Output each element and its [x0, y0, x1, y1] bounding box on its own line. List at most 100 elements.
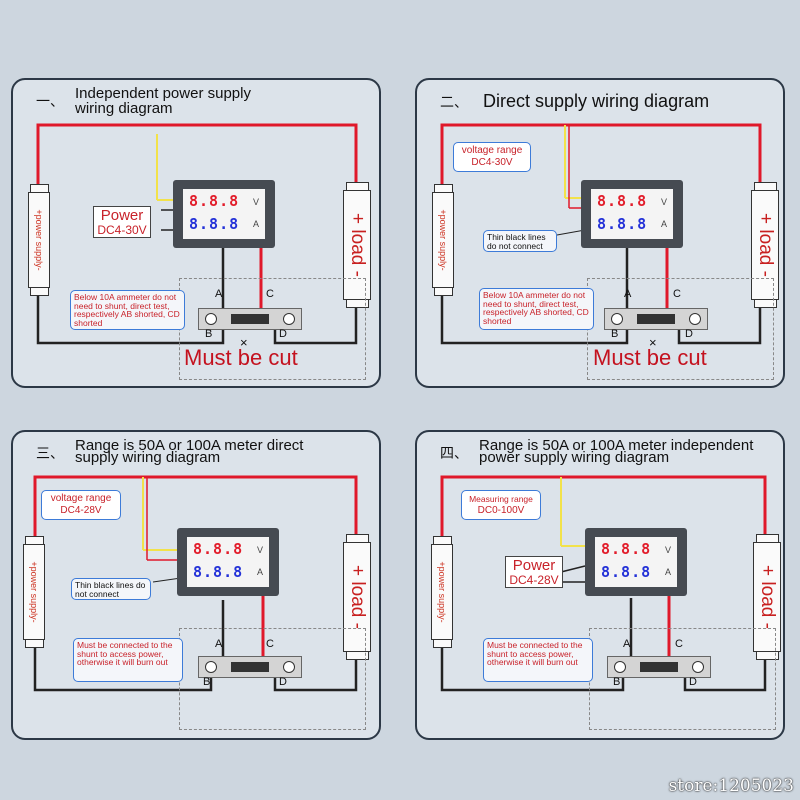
title-line-1: Range is 50A or 100A meter independent	[479, 437, 754, 454]
current-display: 8.8.8	[193, 563, 244, 581]
panel-50a-independent: 四、 Range is 50A or 100A meter independen…	[415, 430, 785, 740]
load: + load -	[343, 182, 371, 308]
panel-direct-supply: 二、 Direct supply wiring diagram +power s…	[415, 78, 785, 388]
panel-number: 三、	[36, 446, 64, 462]
terminal-a: A	[624, 288, 632, 300]
unit-v: V	[252, 197, 259, 207]
volt-amp-meter: 8.8.8 V 8.8.8 A	[177, 528, 279, 596]
power-supply-label: +power supply-	[29, 561, 39, 623]
current-display: 8.8.8	[189, 215, 240, 233]
load-label: + load -	[757, 565, 778, 629]
power-supply-label: +power supply-	[437, 561, 447, 623]
terminal-b: B	[611, 328, 619, 340]
power-label: Power	[512, 557, 556, 574]
unit-a: A	[256, 567, 263, 577]
power-supply: +power supply-	[28, 184, 50, 296]
unit-v: V	[660, 197, 667, 207]
wires	[440, 475, 767, 692]
title-line-2: wiring diagram	[75, 100, 173, 117]
terminal-d: D	[279, 676, 287, 688]
power-supply: +power supply-	[23, 536, 45, 648]
must-be-cut: Must be cut	[593, 345, 707, 370]
shunt-note: Below 10A ammeter do not need to shunt, …	[70, 290, 185, 330]
terminal-a: A	[215, 288, 223, 300]
shunt-note: Below 10A ammeter do not need to shunt, …	[479, 288, 594, 330]
title-line-2: supply wiring diagram	[75, 449, 221, 466]
wires	[33, 475, 358, 692]
cut-cross-icon: ×	[649, 335, 657, 350]
shunt	[198, 656, 302, 678]
power-box: Power DC4-28V	[505, 556, 563, 588]
range-label: Measuring range	[469, 494, 533, 504]
terminal-c: C	[266, 638, 274, 650]
power-box: Power DC4-30V	[93, 206, 151, 238]
volt-amp-meter: 8.8.8 V 8.8.8 A	[581, 180, 683, 248]
terminal-d: D	[685, 328, 693, 340]
measuring-range-box: Measuring range DC0-100V	[461, 490, 541, 520]
panel-50a-direct: 三、 Range is 50A or 100A meter direct sup…	[11, 430, 381, 740]
current-display: 8.8.8	[601, 563, 652, 581]
volt-amp-meter: 8.8.8 V 8.8.8 A	[173, 180, 275, 248]
cut-cross-icon: ×	[240, 335, 248, 350]
terminal-a: A	[215, 638, 223, 650]
load: + load -	[343, 534, 371, 660]
terminal-c: C	[266, 288, 274, 300]
must-be-cut: Must be cut	[184, 345, 298, 370]
unit-a: A	[252, 219, 259, 229]
load: + load -	[751, 182, 779, 308]
unit-v: V	[256, 545, 263, 555]
power-voltage: DC4-28V	[509, 573, 559, 587]
power-supply-label: +power supply-	[34, 209, 44, 271]
panel-number: 一、	[36, 94, 64, 110]
terminal-b: B	[613, 676, 621, 688]
power-voltage: DC4-30V	[97, 223, 147, 237]
unit-a: A	[660, 219, 667, 229]
title-line-1: Range is 50A or 100A meter direct	[75, 437, 304, 454]
panel-independent-supply: 一、 Independent power supply wiring diagr…	[11, 78, 381, 388]
voltage-display: 8.8.8	[193, 540, 244, 558]
title-line-1: Direct supply wiring diagram	[483, 91, 710, 111]
shunt-note: Must be connected to the shunt to access…	[483, 638, 593, 682]
terminal-d: D	[279, 328, 287, 340]
power-supply-label: +power supply-	[438, 209, 448, 271]
load: + load -	[753, 534, 781, 660]
thin-lines-note: Thin black lines do not connect	[71, 578, 151, 600]
power-label: Power	[100, 207, 144, 224]
terminal-c: C	[675, 638, 683, 650]
current-display: 8.8.8	[597, 215, 648, 233]
terminal-b: B	[205, 328, 213, 340]
shunt	[607, 656, 711, 678]
voltage-display: 8.8.8	[189, 192, 240, 210]
voltage-range-box: voltage range DC4-30V	[453, 142, 531, 172]
wires	[440, 123, 762, 345]
load-label: + load -	[347, 213, 368, 277]
unit-a: A	[664, 567, 671, 577]
voltage-display: 8.8.8	[601, 540, 652, 558]
shunt	[198, 308, 302, 330]
terminal-a: A	[623, 638, 631, 650]
thin-lines-note: Thin black lines do not connect	[483, 230, 557, 252]
range-value: DC4-30V	[471, 157, 513, 168]
panel-number: 二、	[440, 95, 468, 111]
terminal-b: B	[203, 676, 211, 688]
power-supply: +power supply-	[431, 536, 453, 648]
panel-number: 四、	[440, 446, 468, 462]
shunt-note: Must be connected to the shunt to access…	[73, 638, 183, 682]
unit-v: V	[664, 545, 671, 555]
voltage-range-box: voltage range DC4-28V	[41, 490, 121, 520]
volt-amp-meter: 8.8.8 V 8.8.8 A	[585, 528, 687, 596]
range-value: DC4-28V	[60, 505, 102, 516]
terminal-c: C	[673, 288, 681, 300]
title-line-1: Independent power supply	[75, 85, 251, 102]
shunt	[604, 308, 708, 330]
load-label: + load -	[347, 565, 368, 629]
range-label: voltage range	[50, 493, 112, 504]
store-watermark: store:1205023	[668, 776, 794, 796]
power-supply: +power supply-	[432, 184, 454, 296]
range-value: DC0-100V	[477, 505, 525, 516]
load-label: + load -	[755, 213, 776, 277]
title-line-2: power supply wiring diagram	[479, 449, 670, 466]
wires	[36, 123, 358, 345]
terminal-d: D	[689, 676, 697, 688]
range-label: voltage range	[461, 145, 523, 156]
